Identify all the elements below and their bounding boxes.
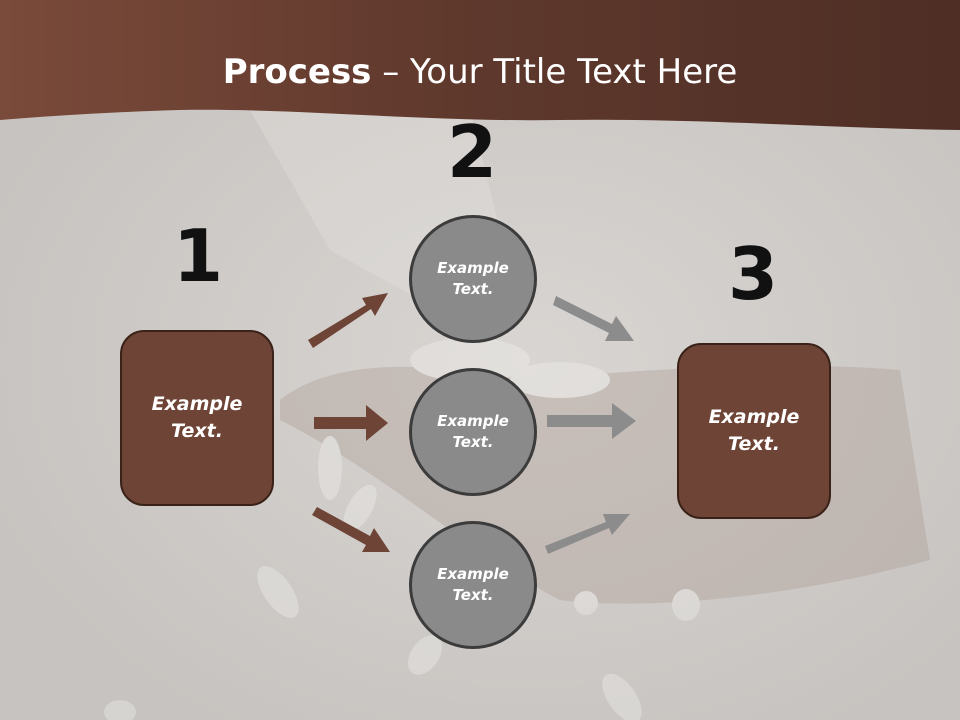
step-circle-top: Example Text.	[409, 215, 537, 343]
step-number-2: 2	[446, 110, 498, 194]
step-circle-middle: Example Text.	[409, 368, 537, 496]
step-number-1: 1	[172, 214, 224, 298]
arrow-to-top	[308, 293, 388, 348]
step-number-3: 3	[727, 232, 779, 316]
step-circle-top-label: Example Text.	[437, 259, 509, 298]
step-box-3-label: Example Text.	[708, 406, 800, 455]
step-circle-middle-label: Example Text.	[437, 412, 509, 451]
title-bold: Process	[222, 52, 372, 92]
arrow-from-top	[553, 296, 634, 341]
arrow-to-middle	[314, 405, 388, 441]
step-box-1: Example Text.	[120, 330, 274, 506]
step-circle-bottom: Example Text.	[409, 521, 537, 649]
step-box-3: Example Text.	[677, 343, 831, 519]
arrow-from-middle	[547, 403, 636, 439]
arrow-to-bottom	[312, 507, 390, 552]
title-rest: – Your Title Text Here	[371, 52, 738, 92]
page-title: Process – Your Title Text Here	[0, 52, 960, 92]
step-circle-bottom-label: Example Text.	[437, 565, 509, 604]
step-box-1-label: Example Text.	[151, 393, 243, 442]
header-band	[0, 0, 960, 130]
arrow-from-bottom	[545, 514, 630, 554]
